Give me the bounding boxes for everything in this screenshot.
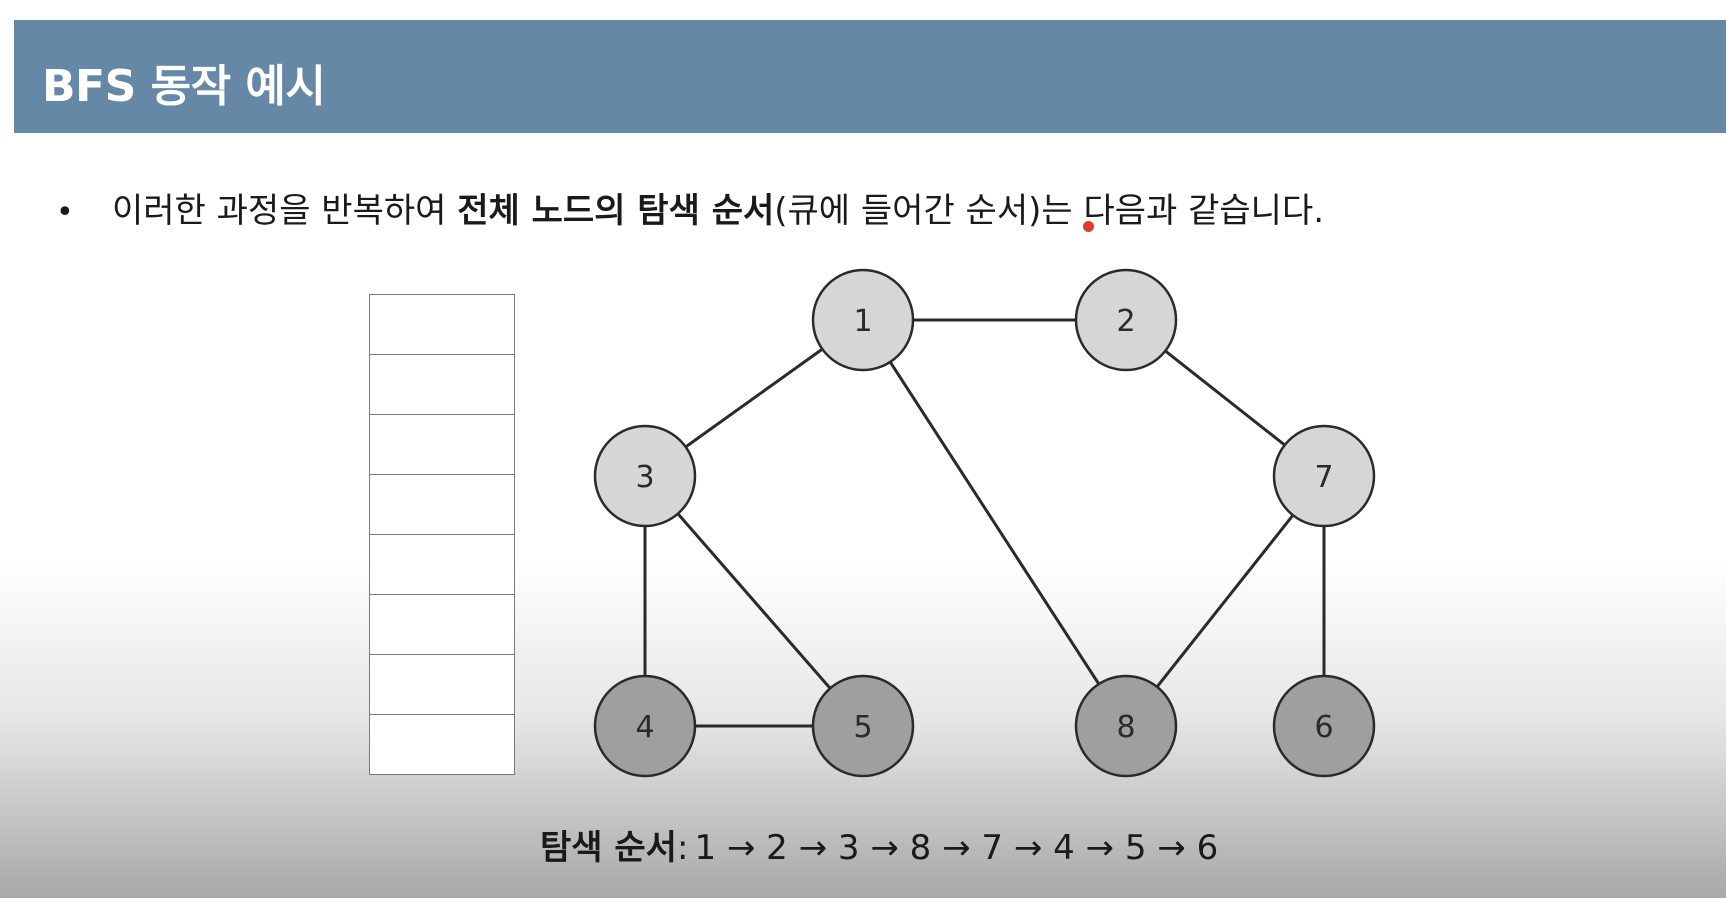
- node-circle: [1272, 674, 1376, 778]
- node-label: 6: [1314, 710, 1333, 745]
- graph-node-4: 4: [593, 674, 697, 778]
- queue-cell: [370, 355, 514, 415]
- node-circle: [1272, 424, 1376, 528]
- queue-cell: [370, 295, 514, 355]
- slide-title: BFS 동작 예시: [42, 61, 326, 112]
- bullet-text-after: (큐에 들어간 순서)는 다음과 같습니다.: [774, 191, 1325, 231]
- node-circle: [811, 268, 915, 372]
- node-label: 7: [1314, 460, 1333, 495]
- node-circle: [1074, 268, 1178, 372]
- node-label: 3: [635, 460, 654, 495]
- bullet-text-before: 이러한 과정을 반복하여: [112, 191, 458, 231]
- node-label: 4: [635, 710, 654, 745]
- graph-nodes: 1 2 3 7 4 5 8 6: [593, 268, 1376, 778]
- bullet-marker: •: [56, 195, 74, 230]
- node-circle: [593, 674, 697, 778]
- traversal-order-sequence: 1 → 2 → 3 → 8 → 7 → 4 → 5 → 6: [694, 828, 1219, 868]
- node-label: 2: [1116, 304, 1135, 339]
- traversal-order: 탐색 순서:1 → 2 → 3 → 8 → 7 → 4 → 5 → 6: [540, 820, 1218, 869]
- node-circle: [1074, 674, 1178, 778]
- traversal-order-colon: :: [676, 828, 689, 868]
- node-label: 5: [853, 710, 872, 745]
- edge-7-8: [1124, 475, 1326, 727]
- pointer-cursor: [1083, 221, 1094, 232]
- queue-cell: [370, 595, 514, 655]
- node-label: 8: [1116, 710, 1135, 745]
- queue-cell: [370, 535, 514, 595]
- graph-node-7: 7: [1272, 424, 1376, 528]
- slide-top-strip: [0, 0, 1726, 20]
- graph-node-8: 8: [1074, 674, 1178, 778]
- graph-edges: [643, 318, 1326, 728]
- queue-cell: [370, 655, 514, 715]
- node-circle: [811, 674, 915, 778]
- graph-node-1: 1: [811, 268, 915, 372]
- node-label: 1: [853, 304, 872, 339]
- queue-cell: [370, 475, 514, 535]
- queue-table: [369, 294, 515, 775]
- edge-3-5: [643, 475, 865, 727]
- title-bar: [14, 20, 1726, 133]
- node-circle: [593, 424, 697, 528]
- bullet-text: • 이러한 과정을 반복하여 전체 노드의 탐색 순서(큐에 들어간 순서)는 다…: [56, 183, 1324, 232]
- graph-node-5: 5: [811, 674, 915, 778]
- graph-node-2: 2: [1074, 268, 1178, 372]
- queue-cell: [370, 415, 514, 475]
- bullet-text-bold: 전체 노드의 탐색 순서: [457, 191, 775, 231]
- traversal-order-label: 탐색 순서: [540, 828, 677, 868]
- graph-node-3: 3: [593, 424, 697, 528]
- graph-node-6: 6: [1272, 674, 1376, 778]
- edge-1-8: [861, 319, 1128, 727]
